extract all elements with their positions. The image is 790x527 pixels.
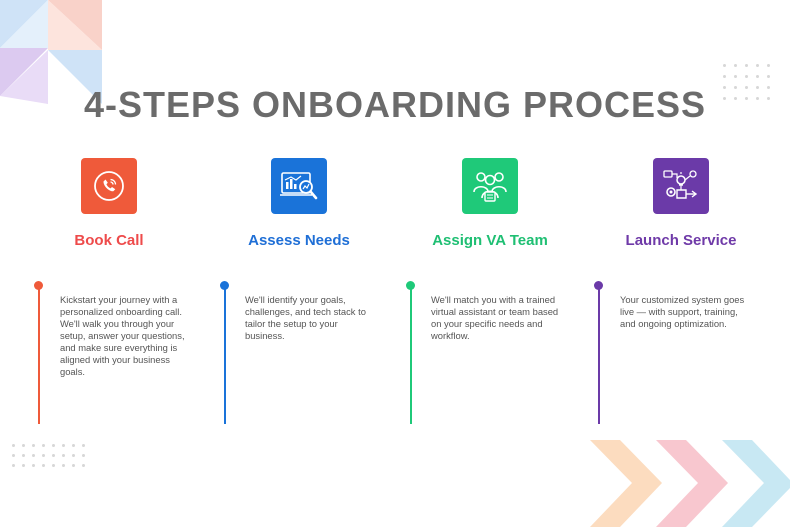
timeline-dot — [220, 281, 229, 290]
chevron-arrows-decoration — [590, 440, 790, 527]
assign-team-icon-box — [462, 158, 518, 214]
assess-needs-icon-box — [271, 158, 327, 214]
phone-call-icon — [94, 171, 124, 201]
timeline-dot — [594, 281, 603, 290]
step-title-assess-needs: Assess Needs — [248, 232, 350, 249]
page-title: 4-STEPS ONBOARDING PROCESS — [83, 84, 707, 125]
step-description-launch-service: Your customized system goes live — with … — [620, 294, 745, 329]
timeline-dot — [406, 281, 415, 290]
timeline-line — [37, 288, 40, 424]
corner-triangles-decoration — [0, 0, 102, 104]
launch-service-icon-box — [653, 158, 709, 214]
dots-decoration-bottom-left — [12, 444, 92, 474]
step-description-assign-va-team: We'll match you with a trained virtual a… — [431, 294, 559, 341]
book-call-icon-box — [81, 158, 137, 214]
step-title-book-call: Book Call — [74, 232, 144, 249]
team-icon — [473, 172, 507, 202]
timeline-line — [597, 288, 600, 424]
timeline-line — [223, 288, 226, 424]
timeline-dot — [34, 281, 43, 290]
step-title-assign-va-team: Assign VA Team — [432, 232, 548, 249]
step-description-assess-needs: We'll identify your goals, challenges, a… — [245, 294, 366, 341]
step-description-book-call: Kickstart your journey with a personaliz… — [60, 294, 185, 377]
step-title-launch-service: Launch Service — [625, 232, 737, 249]
dots-decoration-top-right — [723, 64, 778, 108]
launch-system-icon — [663, 170, 698, 199]
analytics-magnifier-icon — [280, 172, 318, 200]
timeline-line — [409, 288, 412, 424]
